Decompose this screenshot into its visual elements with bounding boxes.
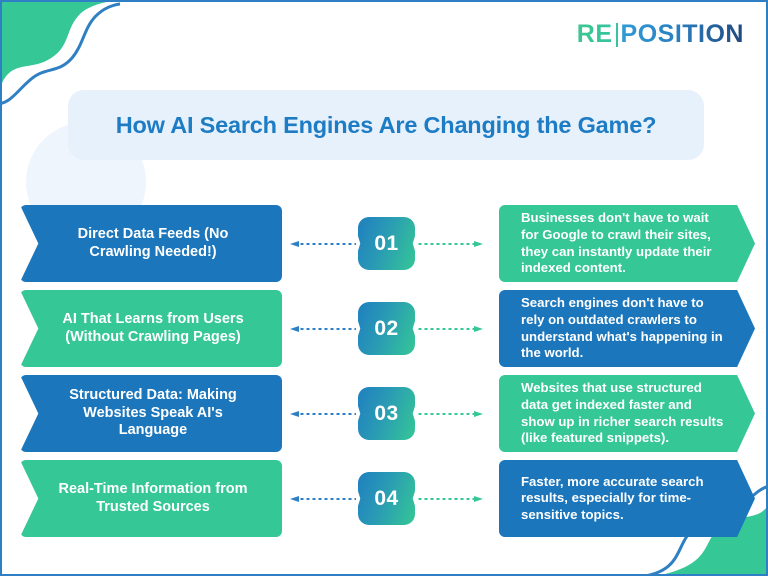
rows-container: Direct Data Feeds (No Crawling Needed!) …	[2, 205, 766, 545]
logo-divider-bar	[615, 22, 618, 47]
arrow-left-icon-01	[290, 241, 299, 247]
left-panel-label-04: Real-Time Information from Trusted Sourc…	[58, 480, 248, 515]
logo-text-re: RE	[576, 20, 613, 48]
arrow-right-icon-01	[474, 241, 483, 247]
arrow-right-icon-03	[474, 411, 483, 417]
page-title-box: How AI Search Engines Are Changing the G…	[68, 90, 704, 160]
row-04: Real-Time Information from Trusted Sourc…	[2, 460, 766, 545]
dotted-line-right-02	[417, 328, 474, 330]
left-panel-03[interactable]: Structured Data: Making Websites Speak A…	[20, 375, 282, 452]
left-panel-02[interactable]: AI That Learns from Users (Without Crawl…	[20, 290, 282, 367]
connector-left-03	[290, 411, 356, 417]
page-title: How AI Search Engines Are Changing the G…	[115, 111, 657, 138]
right-panel-label-04: Faster, more accurate search results, es…	[521, 473, 704, 522]
step-number-04: 04	[374, 486, 399, 510]
left-panel-04[interactable]: Real-Time Information from Trusted Sourc…	[20, 460, 282, 537]
arrow-right-icon-04	[474, 496, 483, 502]
dotted-line-right-04	[417, 498, 474, 500]
row-02: AI That Learns from Users (Without Crawl…	[2, 290, 766, 375]
dotted-line-left-01	[299, 243, 356, 245]
row-01: Direct Data Feeds (No Crawling Needed!) …	[2, 205, 766, 290]
connector-left-01	[290, 241, 356, 247]
dotted-line-right-03	[417, 413, 474, 415]
right-panel-label-01: Businesses don't have to wait for Google…	[521, 210, 712, 276]
right-panel-02[interactable]: Search engines don't have to rely on out…	[499, 290, 755, 367]
row-03: Structured Data: Making Websites Speak A…	[2, 375, 766, 460]
logo-text-position: POSITION	[620, 20, 744, 48]
dotted-line-left-04	[299, 498, 356, 500]
right-panel-label-02: Search engines don't have to rely on out…	[521, 295, 723, 361]
right-panel-04[interactable]: Faster, more accurate search results, es…	[499, 460, 755, 537]
step-badge-01[interactable]: 01	[358, 217, 415, 270]
connector-right-03	[417, 411, 483, 417]
left-panel-label-03: Structured Data: Making Websites Speak A…	[69, 386, 237, 439]
step-badge-02[interactable]: 02	[358, 302, 415, 355]
left-panel-01[interactable]: Direct Data Feeds (No Crawling Needed!)	[20, 205, 282, 282]
connector-right-04	[417, 496, 483, 502]
arrow-left-icon-03	[290, 411, 299, 417]
right-panel-label-03: Websites that use structured data get in…	[521, 380, 724, 446]
arrow-left-icon-02	[290, 326, 299, 332]
connector-right-01	[417, 241, 483, 247]
step-number-02: 02	[374, 316, 399, 340]
right-panel-03[interactable]: Websites that use structured data get in…	[499, 375, 755, 452]
step-number-01: 01	[374, 231, 399, 255]
step-badge-04[interactable]: 04	[358, 472, 415, 525]
connector-left-04	[290, 496, 356, 502]
step-number-03: 03	[374, 401, 399, 425]
arrow-left-icon-04	[290, 496, 299, 502]
connector-left-02	[290, 326, 356, 332]
right-panel-01[interactable]: Businesses don't have to wait for Google…	[499, 205, 755, 282]
dotted-line-right-01	[417, 243, 474, 245]
left-panel-label-02: AI That Learns from Users (Without Crawl…	[62, 310, 244, 345]
dotted-line-left-02	[299, 328, 356, 330]
step-badge-03[interactable]: 03	[358, 387, 415, 440]
arrow-right-icon-02	[474, 326, 483, 332]
reposition-logo: RE POSITION	[577, 20, 744, 49]
left-panel-label-01: Direct Data Feeds (No Crawling Needed!)	[77, 225, 229, 260]
connector-right-02	[417, 326, 483, 332]
dotted-line-left-03	[299, 413, 356, 415]
